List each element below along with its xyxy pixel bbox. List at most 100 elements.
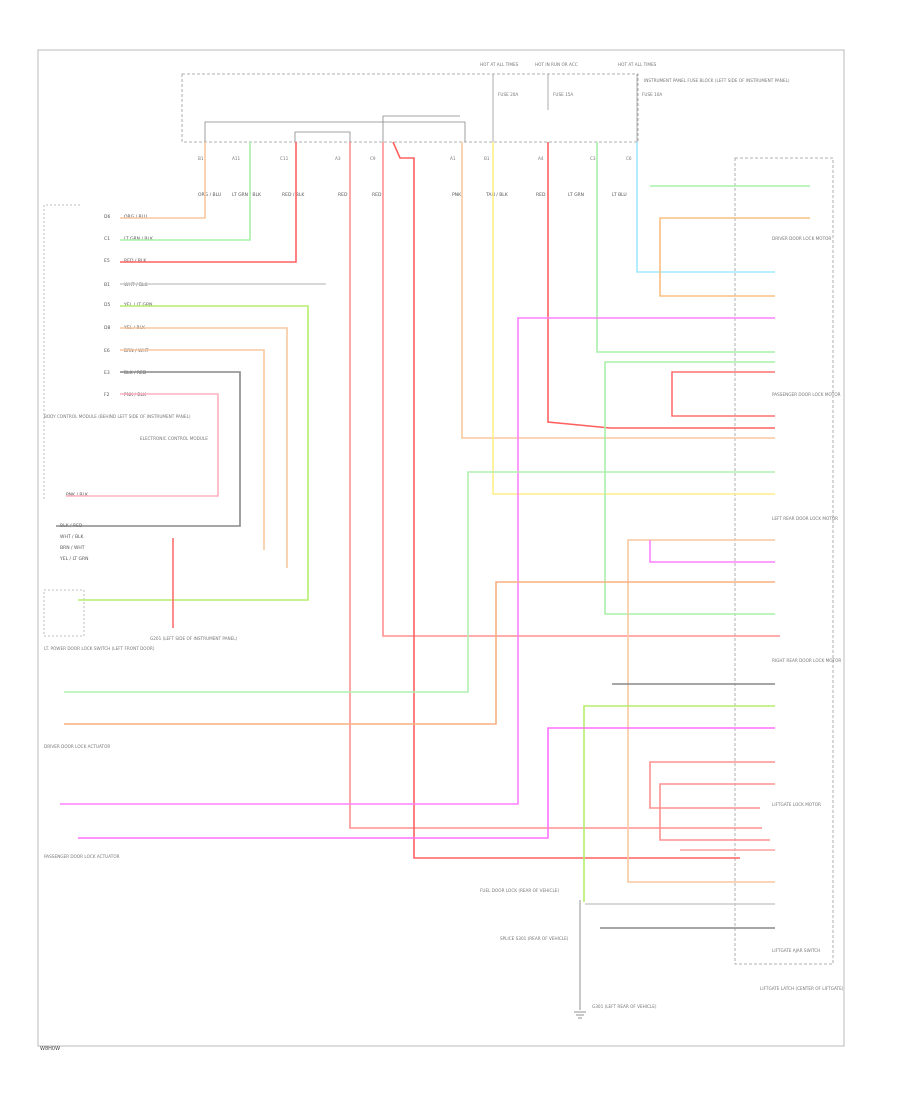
- lm-pin-6: E6: [104, 348, 110, 354]
- top-pin-2: C11: [280, 156, 289, 161]
- fuel-door-label: FUEL DOOR LOCK (REAR OF VEHICLE): [480, 888, 559, 893]
- top-wire-label-1: LT GRN / BLK: [232, 192, 262, 198]
- wires: [56, 141, 810, 929]
- top-pin-3: A3: [335, 156, 341, 161]
- lm-color-4: YEL / LT GRN: [123, 302, 153, 308]
- top-wire-labels: ORG / BLU LT GRN / BLK RED / BLK RED RED…: [198, 192, 627, 198]
- fuse-2: HOT IN RUN OR ACC FUSE 15A: [535, 62, 578, 110]
- right-comp-1: PASSENGER DOOR LOCK MOTOR: [772, 392, 841, 397]
- top-wire-label-4: RED: [372, 192, 382, 198]
- wire-12: [392, 141, 740, 859]
- lm-pin-2: E5: [104, 258, 110, 264]
- wire-4: [78, 305, 309, 601]
- wire-13: [461, 142, 775, 439]
- top-pin-9: C6: [626, 156, 632, 161]
- lm-pin-8: F2: [104, 392, 110, 398]
- wire-30: [649, 761, 775, 809]
- door-actuator-2: PASSENGER DOOR LOCK ACTUATOR: [44, 854, 120, 859]
- top-pin-0: B1: [198, 156, 204, 161]
- top-wire-label-0: ORG / BLU: [198, 192, 221, 198]
- wire-11: [382, 142, 780, 637]
- lm-pin-7: E3: [104, 370, 110, 376]
- ll-color-3: BRN / WHT: [60, 545, 85, 551]
- fuse-2-amp: FUSE 15A: [553, 92, 573, 97]
- wire-21: [604, 361, 775, 615]
- fuse-1: HOT AT ALL TIMES FUSE 20A: [480, 62, 519, 142]
- ll-color-0: PNK / BLK: [66, 492, 89, 498]
- top-pin-6: B1: [484, 156, 490, 161]
- left-module-bracket: [43, 204, 80, 500]
- right-bottom-label: LIFTGATE LATCH (CENTER OF LIFTGATE): [760, 986, 844, 991]
- lm-color-0: ORG / BLU: [124, 214, 147, 220]
- top-pin-5: A1: [450, 156, 456, 161]
- fuse-2-label: HOT IN RUN OR ACC: [535, 62, 578, 67]
- lm-color-7: BLK / RED: [124, 370, 147, 376]
- wire-19: [659, 217, 810, 297]
- fuse-3-amp: FUSE 10A: [642, 92, 662, 97]
- fuse-bus-3: [382, 115, 460, 142]
- top-wire-label-6: TAN / BLK: [485, 192, 509, 198]
- right-comp-5: LIFTGATE AJAR SWITCH: [772, 948, 820, 953]
- wire-0: [120, 142, 206, 219]
- lm-pin-3: B1: [104, 282, 110, 288]
- right-component-box: [734, 157, 834, 965]
- wire-5: [120, 327, 288, 568]
- fuse-bus-2: [294, 131, 351, 142]
- wire-7: [56, 371, 241, 527]
- wire-1: [120, 142, 251, 241]
- top-pin-4: C9: [370, 156, 376, 161]
- ground-label: G201 (LEFT SIDE OF INSTRUMENT PANEL): [150, 636, 238, 641]
- lm-color-2: RED / BLK: [124, 258, 147, 264]
- wire-22: [671, 371, 775, 417]
- right-comp-0: DRIVER DOOR LOCK MOTOR: [772, 236, 831, 241]
- top-pin-8: C3: [590, 156, 596, 161]
- fuse-3-label: HOT AT ALL TIMES: [618, 62, 657, 67]
- top-wire-label-2: RED / BLK: [282, 192, 305, 198]
- top-wire-label-5: PNK: [452, 192, 462, 198]
- left-switch-box: [43, 589, 85, 637]
- wire-17: [636, 142, 775, 273]
- top-pin-1: A11: [232, 156, 241, 161]
- lm-color-3: WHT / BLK: [124, 282, 149, 288]
- wire-10: [349, 142, 762, 829]
- fuse-3: HOT AT ALL TIMES FUSE 10A: [618, 62, 662, 142]
- lm-pin-0: D6: [104, 214, 110, 220]
- ll-color-4: YEL / LT GRN: [59, 556, 89, 562]
- top-pins: B1 A11 C11 A3 C9 A1 B1 A4 C3 C6: [198, 156, 632, 161]
- right-comp-2: LEFT REAR DOOR LOCK MOTOR: [772, 516, 838, 521]
- lm-pin-5: D8: [104, 325, 110, 331]
- left-lower-rows: PNK / BLK BLK / RED WHT / BLK BRN / WHT …: [59, 492, 89, 562]
- fuse-1-amp: FUSE 20A: [498, 92, 518, 97]
- lm-pin-4: D5: [104, 302, 110, 308]
- fuse-block-box: [181, 73, 639, 143]
- lm-color-1: LT GRN / BLK: [124, 236, 154, 242]
- wire-8: [66, 393, 219, 497]
- left-mid-label: ELECTRONIC CONTROL MODULE: [140, 436, 208, 441]
- wire-2: [120, 142, 297, 263]
- left-module-label: BODY CONTROL MODULE (BEHIND LEFT SIDE OF…: [44, 414, 191, 419]
- wire-26: [64, 581, 775, 725]
- wire-16: [596, 142, 775, 353]
- lm-color-8: PNK / BLK: [124, 392, 147, 398]
- bottom-ground-label: G301 (LEFT REAR OF VEHICLE): [592, 1004, 657, 1009]
- ground-symbol: [574, 900, 586, 1019]
- wire-6: [120, 349, 265, 550]
- lm-pin-1: C1: [104, 236, 110, 242]
- corner-id: W8H0W: [40, 1046, 60, 1052]
- fuse-bus-1: [204, 121, 466, 142]
- lm-color-6: BRN / WHT: [124, 348, 149, 354]
- wire-28: [583, 705, 775, 902]
- wire-20: [60, 317, 775, 805]
- fuse-1-label: HOT AT ALL TIMES: [480, 62, 519, 67]
- ll-color-2: WHT / BLK: [60, 534, 85, 540]
- driver-switch-label: LT. POWER DOOR LOCK SWITCH (LEFT FRONT D…: [44, 646, 155, 651]
- wire-24: [627, 539, 775, 883]
- wire-14: [492, 142, 775, 495]
- right-components: DRIVER DOOR LOCK MOTOR PASSENGER DOOR LO…: [772, 236, 841, 953]
- fuse-block-label: INSTRUMENT PANEL FUSE BLOCK (LEFT SIDE O…: [644, 78, 790, 83]
- right-comp-4: LIFTGATE LOCK MOTOR: [772, 802, 821, 807]
- wire-29: [78, 727, 775, 839]
- right-comp-3: RIGHT REAR DOOR LOCK MOTOR: [772, 658, 841, 663]
- wire-15: [547, 142, 775, 429]
